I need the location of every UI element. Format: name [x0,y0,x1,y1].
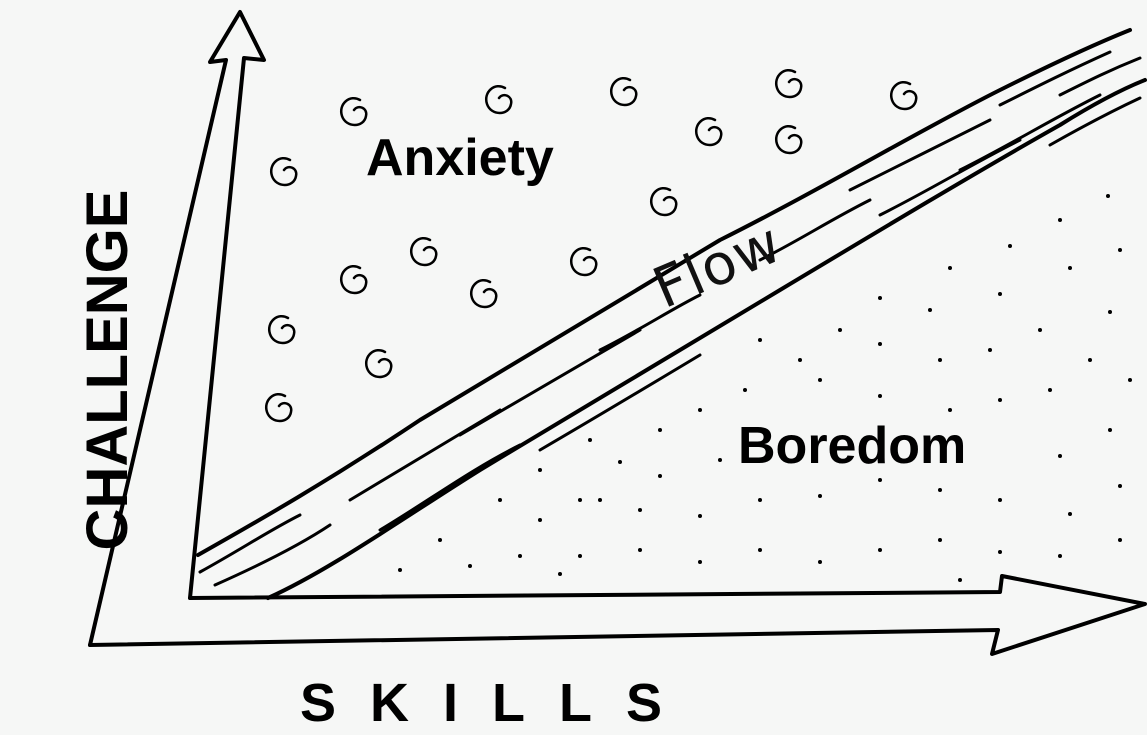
spiral-10 [411,238,436,265]
spiral-2 [341,98,366,125]
spiral-16 [266,394,291,421]
spiral-13 [471,280,496,307]
boredom-label: Boredom [738,420,966,472]
spiral-9 [651,188,676,215]
spiral-8 [776,126,801,153]
spiral-6 [891,82,916,109]
spiral-1 [271,158,296,185]
spiral-12 [571,248,596,275]
spiral-3 [486,86,511,113]
x-axis-label: SKILLS [300,676,696,730]
spiral-5 [776,70,801,97]
y-axis-label: CHALLENGE [79,190,137,551]
spiral-11 [341,266,366,293]
anxiety-spirals [266,70,916,421]
anxiety-label: Anxiety [366,132,554,184]
x-axis-arrow [90,576,1145,654]
spiral-15 [366,350,391,377]
spiral-14 [269,316,294,343]
spiral-4 [611,78,636,105]
spiral-7 [696,118,721,145]
